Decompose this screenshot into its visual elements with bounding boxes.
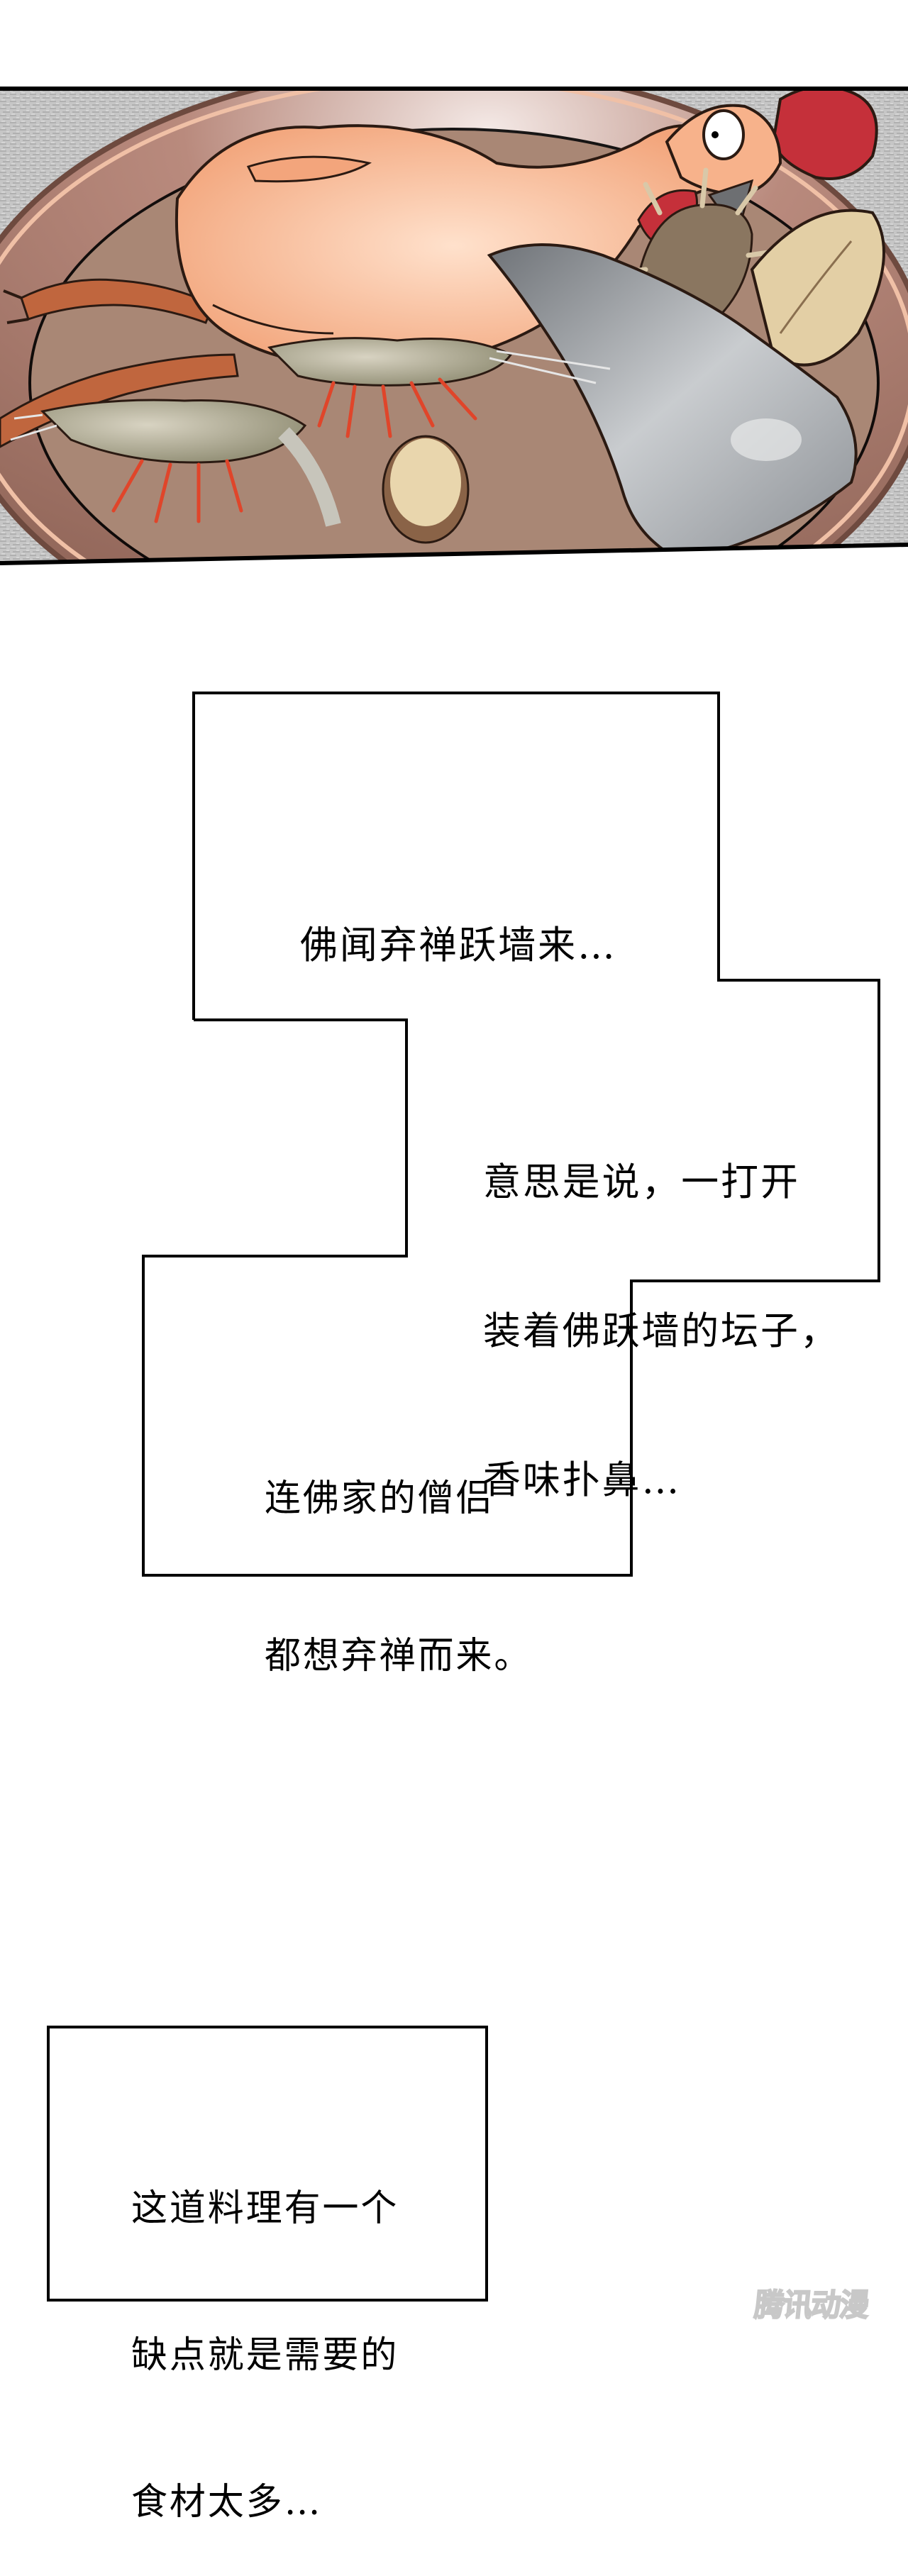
caption-line: 缺点就是需要的: [131, 2334, 399, 2377]
food-plate-illustration: [0, 87, 908, 565]
caption-line: 佛闻弃禅跃墙来…: [300, 923, 617, 967]
caption-line: 连佛家的僧侣: [265, 1477, 494, 1520]
abalone-center: [382, 435, 470, 544]
caption-3-text: 连佛家的僧侣 都想弃禅而来。: [265, 1367, 532, 1735]
caption-line: 意思是说，一打开: [483, 1160, 800, 1204]
comic-panel-food-plate: [0, 0, 908, 567]
caption-box-1: [143, 693, 879, 1575]
caption-line: 这道料理有一个: [131, 2187, 399, 2230]
abalone-right: [750, 209, 885, 367]
caption-box-outlines: [47, 692, 880, 2302]
caption-line: 食材太多…: [131, 2481, 323, 2524]
caption-line: 装着佛跃墙的坛子，: [483, 1309, 840, 1353]
caption-line: 香味扑鼻…: [483, 1458, 682, 1502]
caption-2-text: 意思是说，一打开 装着佛跃墙的坛子， 香味扑鼻…: [483, 1058, 840, 1555]
caption-line: 都想弃禅而来。: [265, 1635, 533, 1677]
caption-box-4: [47, 2026, 488, 2302]
prawn-lower: [10, 399, 341, 527]
caption-1-text: 佛闻弃禅跃墙来…: [300, 821, 617, 1020]
shark-fin: [487, 243, 858, 562]
prawn-upper: [267, 337, 611, 438]
watermark-logo: 腾讯动漫: [752, 2287, 870, 2324]
caption-4-text: 这道料理有一个 缺点就是需要的 食材太多…: [131, 2087, 399, 2576]
